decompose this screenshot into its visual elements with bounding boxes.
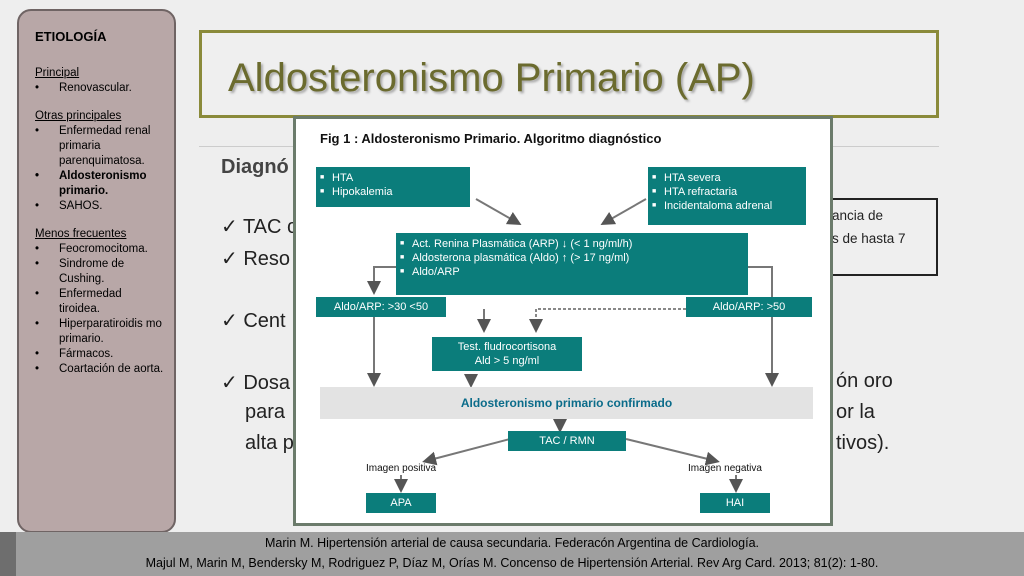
reference-line: Majul M, Marin M, Bendersky M, Rodriguez… xyxy=(145,556,879,570)
otras-list: Enfermedad renal primaria parenquimatosa… xyxy=(35,124,164,214)
list-item: Sindrome de Cushing. xyxy=(35,257,164,287)
body-line: tivos). xyxy=(836,432,890,454)
apa-box: APA xyxy=(366,493,436,513)
list-item: Hiperparatiroidis mo primario. xyxy=(35,317,164,347)
imagen-positiva-label: Imagen positiva xyxy=(366,463,437,474)
body-line: ón oro xyxy=(836,370,893,392)
body-line: para xyxy=(245,401,286,423)
renina-aldosterona-box: Act. Renina Plasmática (ARP) ↓ (< 1 ng/m… xyxy=(396,233,748,295)
diagnostico-heading: Diagnó xyxy=(221,156,289,178)
list-item: Enfermedad tiroidea. xyxy=(35,287,164,317)
hta-box: HTA Hipokalemia xyxy=(316,167,470,207)
reference-line: Marin M. Hipertensión arterial de causa … xyxy=(264,536,760,550)
imagen-negativa-label: Imagen negativa xyxy=(688,463,762,474)
list-item: SAHOS. xyxy=(35,199,164,214)
check-item: ✓ Cent xyxy=(221,310,286,332)
list-item: Renovascular. xyxy=(35,81,164,96)
fludrocortisona-test-box: Test. fludrocortisona Ald > 5 ng/ml xyxy=(432,337,582,371)
figure-title: Fig 1 : Aldosteronismo Primario. Algorit… xyxy=(320,131,662,146)
otras-subtitle: Otras principales xyxy=(35,110,122,122)
check-item: ✓ Reso xyxy=(221,248,291,270)
slide-title: Aldosteronismo Primario (AP) xyxy=(228,56,755,100)
tac-rmn-box: TAC / RMN xyxy=(508,431,626,451)
corner-accent xyxy=(0,532,16,576)
menos-subtitle: Menos frecuentes xyxy=(35,228,127,240)
checkmark-icon: ✓ xyxy=(221,372,244,394)
note-box: ancia de s de hasta 7 xyxy=(830,198,938,276)
flow-arrows xyxy=(367,198,779,493)
algorithm-figure: Fig 1 : Aldosteronismo Primario. Algorit… xyxy=(293,116,833,526)
aldo-arp-high-box: Aldo/ARP: >50 xyxy=(686,297,812,317)
list-item: Fármacos. xyxy=(35,347,164,362)
principal-list: Renovascular. xyxy=(35,81,164,96)
aldo-arp-low-box: Aldo/ARP: >30 <50 xyxy=(316,297,446,317)
hai-box: HAI xyxy=(700,493,770,513)
checkmark-icon: ✓ xyxy=(221,216,243,238)
list-item: Aldosteronismo primario. xyxy=(35,169,164,199)
sidebar-heading: ETIOLOGÍA xyxy=(35,29,107,44)
list-item: Enfermedad renal primaria parenquimatosa… xyxy=(35,124,164,169)
body-line: or la xyxy=(836,401,875,423)
check-item: ✓ TAC c xyxy=(221,216,298,238)
body-line: alta p xyxy=(245,432,294,454)
hta-severa-box: HTA severa HTA refractaria Incidentaloma… xyxy=(648,167,806,225)
menos-list: Feocromocitoma. Sindrome de Cushing. Enf… xyxy=(35,242,164,377)
confirmed-band: Aldosteronismo primario confirmado xyxy=(320,387,813,419)
check-item: ✓ Dosa xyxy=(221,372,291,394)
list-item: Coartación de aorta. xyxy=(35,362,164,377)
checkmark-icon: ✓ xyxy=(221,310,244,332)
principal-subtitle: Principal xyxy=(35,67,80,79)
etiology-sidebar: ETIOLOGÍA Principal Renovascular. Otras … xyxy=(17,9,176,533)
references-footer: Marin M. Hipertensión arterial de causa … xyxy=(0,532,1024,576)
checkmark-icon: ✓ xyxy=(221,248,244,270)
list-item: Feocromocitoma. xyxy=(35,242,164,257)
